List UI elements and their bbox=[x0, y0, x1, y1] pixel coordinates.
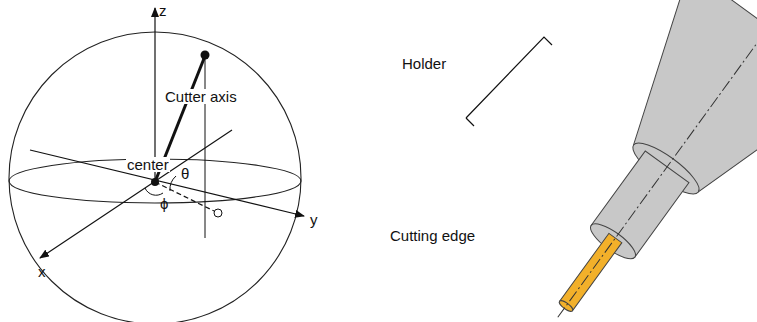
axis-label: x bbox=[38, 264, 46, 279]
axis-label: y bbox=[310, 212, 318, 227]
cutter-axis bbox=[151, 51, 222, 218]
part-label: Cutting edge bbox=[390, 228, 475, 243]
part-label: Holder bbox=[402, 56, 446, 71]
axes bbox=[30, 8, 304, 258]
part-label: Cutter axis bbox=[164, 89, 238, 104]
point-label: center bbox=[126, 157, 170, 172]
angle-label: θ bbox=[181, 166, 189, 181]
axis-label: z bbox=[159, 3, 167, 18]
tool bbox=[478, 0, 757, 322]
angle-label: ϕ bbox=[160, 196, 168, 211]
holder-bracket bbox=[466, 37, 552, 126]
